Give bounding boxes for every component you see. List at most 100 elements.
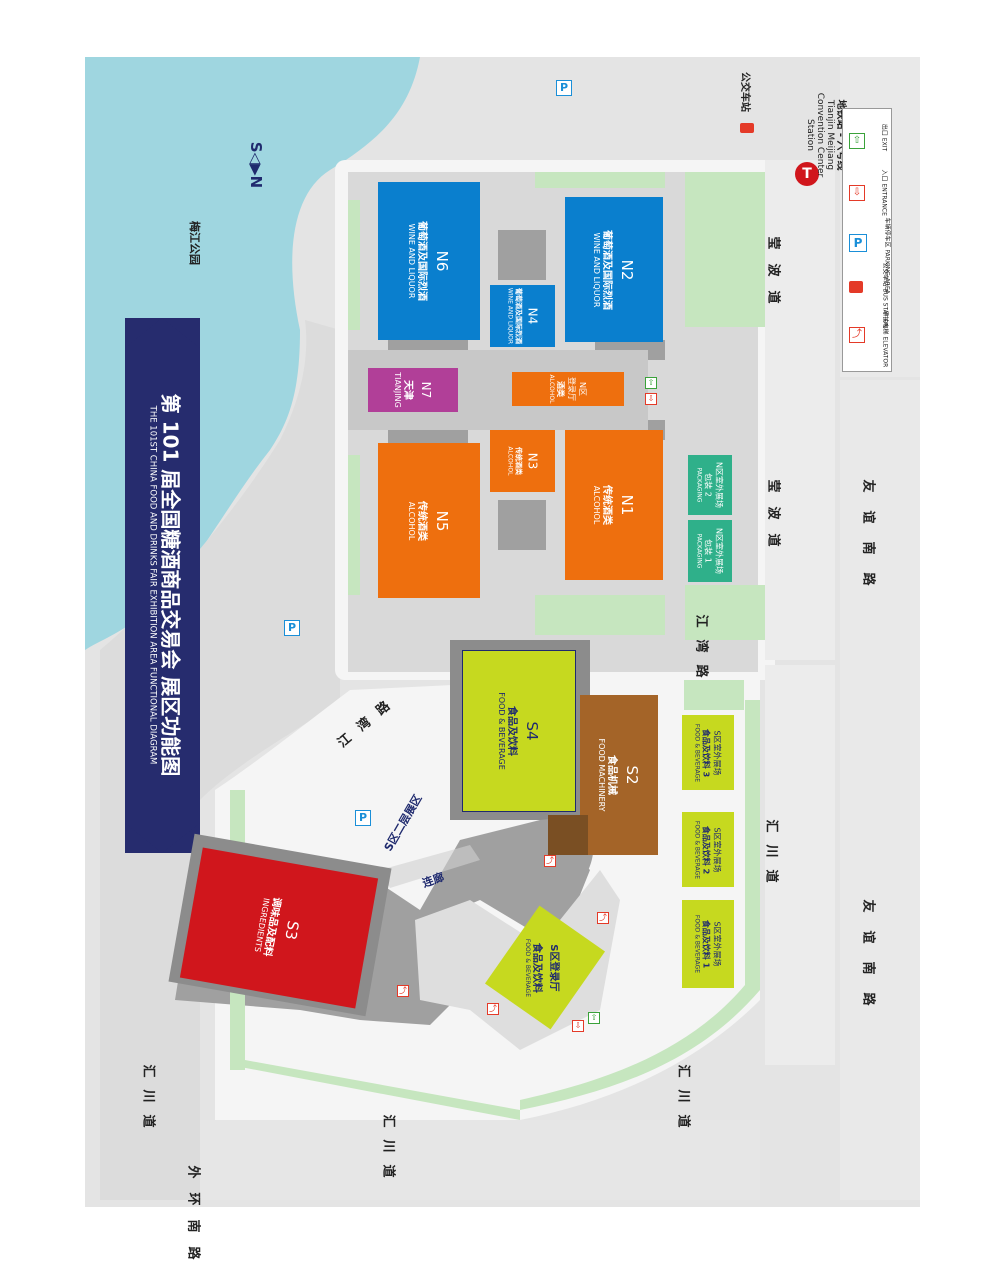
legend-exit-en: EXIT [880, 137, 888, 152]
n-pack2-zh1: N区室外展场 [714, 462, 724, 508]
n-green-strip-left2 [348, 455, 360, 595]
legend-parking-zh: 车辆停车区 [883, 217, 891, 248]
n-green-right1 [685, 172, 765, 327]
legend-bus-text: 公交车站 BUS STATION [881, 262, 891, 328]
legend-bus-zh: 公交车站 [881, 262, 889, 287]
hall-n1-en: ALCOHOL [592, 485, 601, 525]
hall-s4-zh: 食品及饮料 [506, 705, 517, 756]
n-pack2-en: PACKAGING [695, 467, 703, 503]
s-food2-en: FOOD & BEVERAGE [693, 820, 701, 879]
parking-icon: P [284, 620, 300, 636]
road-yingbo-upper: 莹波道 [765, 236, 781, 318]
s-food2-zh2: 食品及饮料 2 [701, 825, 711, 874]
hall-s2-code: S2 [623, 765, 641, 785]
entrance-icon: ⇩ [572, 1020, 584, 1032]
elevator-icon: ⤴ [397, 985, 409, 997]
s-green-mid [684, 680, 744, 710]
legend-exit-text: 出口 EXIT [881, 118, 890, 158]
road-huichuan-bottom: 汇川道 [675, 1064, 691, 1140]
legend-box: ⇧ 出口 EXIT ⇩ 入口 ENTRANCE P 车辆停车区 PARKING … [842, 108, 892, 372]
s-corridor-arrow [380, 845, 480, 888]
s-lobby-code: S区登录厅 [548, 943, 560, 992]
exit-icon: ⇧ [588, 1012, 600, 1024]
n-green-right2 [685, 585, 765, 640]
s-food3-zh1: S区室外展场 [712, 729, 722, 776]
legend-exit-zh: 出口 [880, 123, 888, 136]
elevator-icon: ⤴ [597, 912, 609, 924]
hall-n7-code: N7 [419, 381, 433, 399]
youyi-road-strip [840, 380, 920, 1200]
metro-label: 地铁站 - 六号线 Tianjin Meijiang Convention Ce… [805, 80, 846, 190]
n-service-block-1 [498, 230, 546, 280]
metro-en3: Station [805, 119, 815, 151]
legend-elevator-en: ELEVATOR [881, 336, 889, 368]
bus-icon [849, 281, 863, 293]
road-jiangwan-right: 江湾路 [693, 614, 709, 690]
hall-n3-code: N3 [525, 452, 539, 470]
hall-s4-code: S4 [523, 721, 541, 741]
hall-n6-code: N6 [433, 250, 451, 272]
legend-parking-text: 车辆停车区 PARKING AREA [883, 217, 893, 294]
s-lobby-zh: 食品及饮料 [531, 942, 543, 993]
hall-s2-en: FOOD MACHINERY [597, 738, 606, 812]
hall-n7-en: TIANJING [393, 372, 402, 408]
metro-en1: Tianjin Meijiang [825, 99, 835, 171]
parking-icon: P [556, 80, 572, 96]
title-banner [125, 318, 200, 853]
hall-n5-code: N5 [433, 510, 451, 531]
road-youyi-upper: 友谊南路 [860, 479, 876, 604]
huichuan-road-strip [765, 665, 835, 1065]
elevator-icon: ⤴ [487, 1003, 499, 1015]
title-text: 第 101 届全国糖酒商品交易会 展区功能图 THE 101ST CHINA F… [143, 318, 183, 853]
compass: S◁▶N [247, 141, 265, 189]
metro-icon: T [795, 162, 819, 186]
road-huichuan-left: 汇川道 [140, 1064, 156, 1140]
entrance-icon: ⇩ [645, 393, 657, 405]
legend-elevator-zh: 手扶电梯 [881, 310, 889, 335]
road-yingbo-lower: 莹波道 [765, 479, 781, 561]
road-huichuan-mid: 汇川道 [380, 1114, 396, 1190]
n-green-strip-left [348, 200, 360, 330]
hall-n6-en: WINE AND LIQUOR [407, 223, 416, 299]
s-food1-zh1: S区室外展场 [712, 921, 722, 967]
metro-en2: Convention Center [815, 92, 825, 178]
legend-item-exit: ⇧ 出口 EXIT [849, 124, 888, 173]
hall-n4-code: N4 [525, 307, 539, 325]
parking-icon: P [355, 810, 371, 826]
hall-n4-zh: 葡萄酒及国际烈酒 [514, 287, 522, 344]
elevator-icon: ⤴ [849, 327, 865, 343]
title-zh: 第 101 届全国糖酒商品交易会 展区功能图 [158, 393, 183, 777]
hall-n5-en: ALCOHOL [407, 501, 416, 540]
legend-item-elevator: ⤴ 手扶电梯 ELEVATOR [849, 311, 889, 367]
s-green-bottom [230, 1060, 520, 1120]
entrance-icon: ⇩ [849, 185, 865, 201]
n-service-block-4 [388, 425, 468, 447]
legend-entrance-text: 入口 ENTRANCE [881, 170, 890, 216]
hall-n4-en: WINE AND LIQUOR [506, 287, 513, 345]
exit-icon: ⇧ [849, 133, 865, 149]
hall-nlobby-code: N区 [578, 382, 587, 396]
hall-n1-code: N1 [618, 494, 636, 516]
n-pack1-zh1: N区室外展场 [714, 528, 724, 574]
title-en: THE 101ST CHINA FOOD AND DRINKS FAIR EXH… [147, 405, 158, 765]
bus-stop-label: 公交车站 [739, 72, 750, 112]
park-area [100, 320, 340, 1200]
s-food2-zh1: S区室外展场 [712, 826, 722, 873]
s-lobby-en: FOOD & BEVERAGE [524, 938, 532, 997]
